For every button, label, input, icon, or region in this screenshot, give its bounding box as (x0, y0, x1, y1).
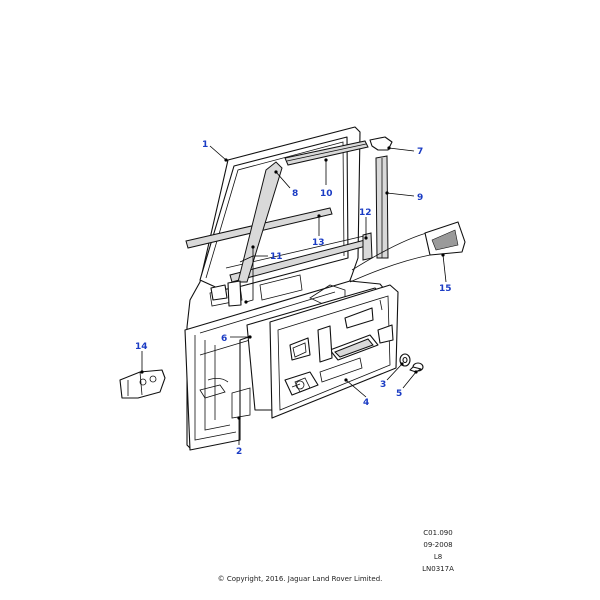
callout-8: 8 (292, 189, 298, 199)
callout-11: 11 (270, 252, 283, 262)
callout-2: 2 (236, 447, 242, 457)
diagram-reference: LN0317A (422, 565, 454, 573)
door-frame (184, 126, 386, 451)
callout-4: 4 (363, 398, 369, 408)
callout-5: 5 (396, 389, 402, 399)
rear-channel (362, 136, 393, 261)
callout-14: 14 (135, 342, 148, 352)
diagram-code: C01.090 (423, 529, 453, 537)
callout-10: 10 (320, 189, 333, 199)
check-strap (119, 369, 166, 399)
glass-pane (424, 221, 466, 256)
callout-labels: 1 2 3 4 5 6 7 8 9 10 11 12 13 14 15 (135, 140, 452, 457)
top-channel (284, 140, 369, 166)
callout-6: 6 (221, 334, 227, 344)
callout-12: 12 (359, 208, 372, 218)
trim-panel (246, 284, 399, 419)
leader-lines (140, 145, 447, 445)
callout-15: 15 (439, 284, 452, 294)
callout-3: 3 (380, 380, 386, 390)
glass-edge-lower (349, 254, 431, 283)
callout-1: 1 (202, 140, 208, 150)
glass-edge (351, 231, 431, 271)
callout-13: 13 (312, 238, 325, 248)
callout-9: 9 (417, 193, 423, 203)
callout-7: 7 (417, 147, 423, 157)
copyright-notice: © Copyright, 2016. Jaguar Land Rover Lim… (217, 575, 383, 583)
diagram-language: L8 (433, 553, 443, 561)
diagram-date: 09-2008 (423, 541, 453, 549)
front-channel (210, 161, 283, 307)
screw (409, 362, 424, 373)
